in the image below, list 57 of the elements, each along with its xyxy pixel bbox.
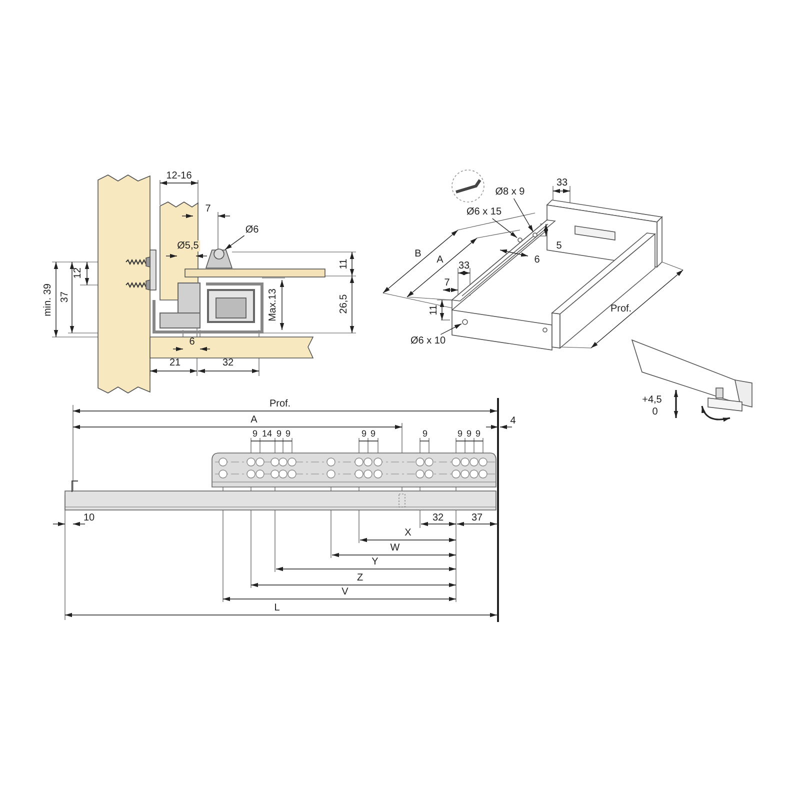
dimension-label: 7 xyxy=(444,278,450,288)
dimension-label: L xyxy=(274,602,280,614)
dimension-label: min. 39 xyxy=(42,284,54,316)
drilled-hole xyxy=(462,319,468,325)
dimension-label: 12-16 xyxy=(166,170,192,182)
dimension-label: X xyxy=(404,528,412,538)
dimension-label: A xyxy=(250,414,258,426)
callout-label: Ø6 x 10 xyxy=(410,336,446,346)
dimension-label: 37 xyxy=(471,512,483,524)
dimension-label: Y xyxy=(372,556,378,568)
dimension-label: 9 xyxy=(422,428,428,440)
dimension-label: 21 xyxy=(169,358,181,368)
dimension-label: 26,5 xyxy=(338,294,350,314)
dimension-label: 9 xyxy=(476,428,480,440)
dimension-label: 32 xyxy=(222,358,234,368)
dimension-label: 9 xyxy=(252,428,258,440)
dimension-label: 11 xyxy=(338,258,350,270)
dimension-label: B xyxy=(414,248,422,260)
dimension-label: A xyxy=(436,254,444,266)
dimension-label: 14 xyxy=(262,428,272,440)
callout-label: Ø8 x 9 xyxy=(495,186,525,198)
dimension-label: 6 xyxy=(189,336,195,348)
dimension-label: Ø5,5 xyxy=(176,240,200,252)
leader-line xyxy=(513,198,534,232)
dimension-label: 5 xyxy=(556,240,562,252)
dimension-label: V xyxy=(342,586,348,598)
drilled-hole xyxy=(518,238,522,242)
dimension-label: Prof. xyxy=(269,398,291,410)
dimension-label: 37 xyxy=(60,291,70,303)
leader-line xyxy=(492,218,518,238)
dimension-label: 4 xyxy=(510,416,516,426)
dimension-label: 11 xyxy=(428,304,440,316)
dimension-label: 33 xyxy=(458,260,470,272)
dimension-label: 9 xyxy=(276,428,282,440)
dimension-label: 9 xyxy=(286,428,290,440)
dimension-label: 9 xyxy=(458,428,462,440)
drilled-hole xyxy=(532,232,538,238)
dimension-label: Max.13 xyxy=(268,288,278,322)
dimension-label: 32 xyxy=(432,512,444,524)
adjustment-label: 0 xyxy=(652,406,658,418)
callout-label: Ø6 x 15 xyxy=(466,206,502,218)
dimension-label: 7 xyxy=(205,204,211,214)
dimension-label: 9 xyxy=(466,428,472,440)
dimension-label: Prof. xyxy=(610,304,632,314)
dimension-label: 33 xyxy=(556,178,568,188)
dimension-label: W xyxy=(390,542,400,554)
leader-line xyxy=(440,323,462,335)
dimension-label: 10 xyxy=(83,512,95,524)
dimension-label: 6 xyxy=(534,254,540,266)
dimension-label: 9 xyxy=(362,428,366,440)
pin-head xyxy=(214,248,224,260)
dimension-label: 12 xyxy=(72,267,84,279)
callout-label: Ø6 xyxy=(245,224,259,236)
dimension-label: Z xyxy=(356,572,364,584)
adjustment-label: +4,5 xyxy=(642,394,662,406)
dimension-label: 9 xyxy=(370,428,376,440)
leader-line xyxy=(224,235,245,250)
